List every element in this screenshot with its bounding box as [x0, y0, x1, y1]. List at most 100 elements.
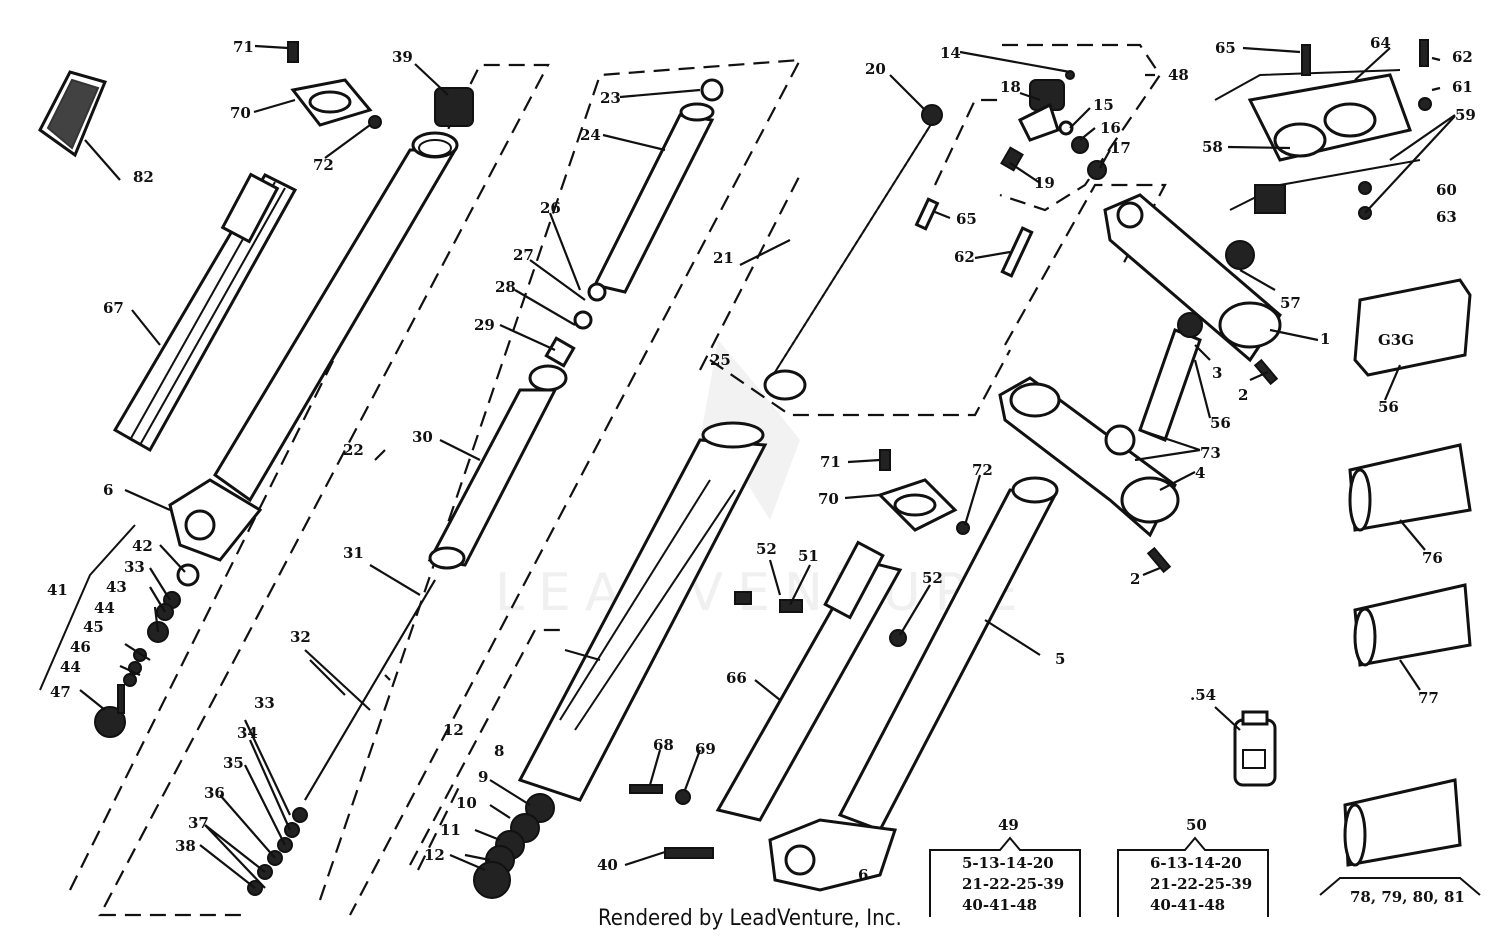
- label-18: 18: [1000, 78, 1021, 96]
- label-45: 45: [83, 618, 104, 636]
- label-71: 71: [233, 38, 254, 56]
- label-78-81: 78, 79, 80, 81: [1350, 888, 1465, 906]
- watermark-text: LEADVENTURE: [495, 563, 1032, 623]
- watermark: LEADVENTURE: [495, 340, 1032, 623]
- label-28: 28: [495, 278, 516, 296]
- part-78-boot: [1343, 778, 1462, 867]
- label-68: 68: [653, 736, 674, 754]
- label-70: 70: [230, 104, 251, 122]
- label-6: 6: [103, 481, 113, 499]
- label-38: 38: [175, 837, 196, 855]
- label-66: 66: [726, 669, 747, 687]
- label-6b: 6: [858, 866, 868, 884]
- label-15: 15: [1093, 96, 1114, 114]
- part-51-53-small: [734, 591, 907, 647]
- label-42: 42: [132, 537, 153, 555]
- svg-text:G3G: G3G: [1378, 331, 1414, 349]
- label-67: 67: [103, 299, 124, 317]
- part-70-clamp-right: [877, 449, 970, 535]
- label-5: 5: [1055, 650, 1065, 668]
- label-57: 57: [1280, 294, 1301, 312]
- label-44: 44: [94, 599, 115, 617]
- label-65: 65: [956, 210, 977, 228]
- kit-50-line-3: 40-41-48: [1150, 896, 1225, 914]
- label-77: 77: [1418, 689, 1439, 707]
- label-61: 61: [1452, 78, 1473, 96]
- part-24-tube: [544, 78, 724, 368]
- label-65b: 65: [1215, 39, 1236, 57]
- label-8: 8: [494, 742, 504, 760]
- kit-49-line-3: 40-41-48: [962, 896, 1037, 914]
- label-25: 25: [710, 351, 731, 369]
- kit-50-text: 6-13-14-20 21-22-25-39 40-41-48: [1150, 854, 1252, 914]
- part-55-decal: G3G: [1353, 278, 1472, 377]
- part-5-outer-tube: [837, 476, 1059, 832]
- part-40-68-69: [629, 784, 714, 859]
- part-1-upper-triple-clamp: [1103, 193, 1282, 363]
- label-52: 52: [756, 540, 777, 558]
- label-43: 43: [106, 578, 127, 596]
- label-32: 32: [290, 628, 311, 646]
- label-48: 48: [1168, 66, 1189, 84]
- label-63: 63: [1436, 208, 1457, 226]
- label-49: 49: [998, 816, 1019, 834]
- label-21: 21: [713, 249, 734, 267]
- kit-50-line-1: 6-13-14-20: [1150, 854, 1242, 872]
- label-27: 27: [513, 246, 534, 264]
- label-58: 58: [1202, 138, 1223, 156]
- part-13-inner-tube: [473, 421, 768, 899]
- label-33: 33: [124, 558, 145, 576]
- part-31-damper-rod: [304, 579, 436, 801]
- label-12a: 12: [443, 721, 464, 739]
- label-59: 59: [1455, 106, 1476, 124]
- credit-text: Rendered by LeadVenture, Inc.: [598, 906, 902, 931]
- label-47: 47: [50, 683, 71, 701]
- label-46: 46: [70, 638, 91, 656]
- label-62: 62: [954, 248, 975, 266]
- part-6-axle-bracket-right: [768, 818, 897, 892]
- label-41: 41: [47, 581, 68, 599]
- part-66-fork-guard: [715, 540, 903, 822]
- part-58-handlebar-clamp: [1214, 39, 1432, 220]
- label-72: 72: [313, 156, 334, 174]
- part-77-boot: [1353, 583, 1472, 667]
- label-2: 2: [1238, 386, 1248, 404]
- part-54-oil-bottle: [1233, 710, 1277, 787]
- label-73: 73: [1200, 444, 1221, 462]
- label-20: 20: [865, 60, 886, 78]
- label-37: 37: [188, 814, 209, 832]
- label-44b: 44: [60, 658, 81, 676]
- label-62b: 62: [1452, 48, 1473, 66]
- label-53: 52: [922, 569, 943, 587]
- part-21-spring: [763, 104, 943, 401]
- label-36: 36: [204, 784, 225, 802]
- label-71b: 71: [820, 453, 841, 471]
- label-24: 24: [580, 126, 601, 144]
- label-40: 40: [597, 856, 618, 874]
- label-3: 3: [1212, 364, 1222, 382]
- label-39: 39: [392, 48, 413, 66]
- kit-49-line-2: 21-22-25-39: [962, 875, 1064, 893]
- label-30: 30: [412, 428, 433, 446]
- leader-lines: [79, 44, 1456, 889]
- label-72b: 72: [972, 461, 993, 479]
- label-29: 29: [474, 316, 495, 334]
- label-69: 69: [695, 740, 716, 758]
- kit-box-50: [1117, 836, 1269, 917]
- label-54: .54: [1190, 686, 1216, 704]
- label-70b: 70: [818, 490, 839, 508]
- label-82: 82: [133, 168, 154, 186]
- part-39-cap: [434, 87, 474, 127]
- label-50: 50: [1186, 816, 1207, 834]
- label-64: 64: [1370, 34, 1391, 52]
- label-56b: 56: [1378, 398, 1399, 416]
- part-4-lower-triple-clamp: [998, 376, 1180, 538]
- label-35: 35: [223, 754, 244, 772]
- label-9: 9: [478, 768, 488, 786]
- kit-49-line-1: 5-13-14-20: [962, 854, 1054, 872]
- label-34: 34: [237, 724, 258, 742]
- label-14: 14: [940, 44, 961, 62]
- label-33b: 33: [254, 694, 275, 712]
- bracket-78-81: [1319, 877, 1481, 896]
